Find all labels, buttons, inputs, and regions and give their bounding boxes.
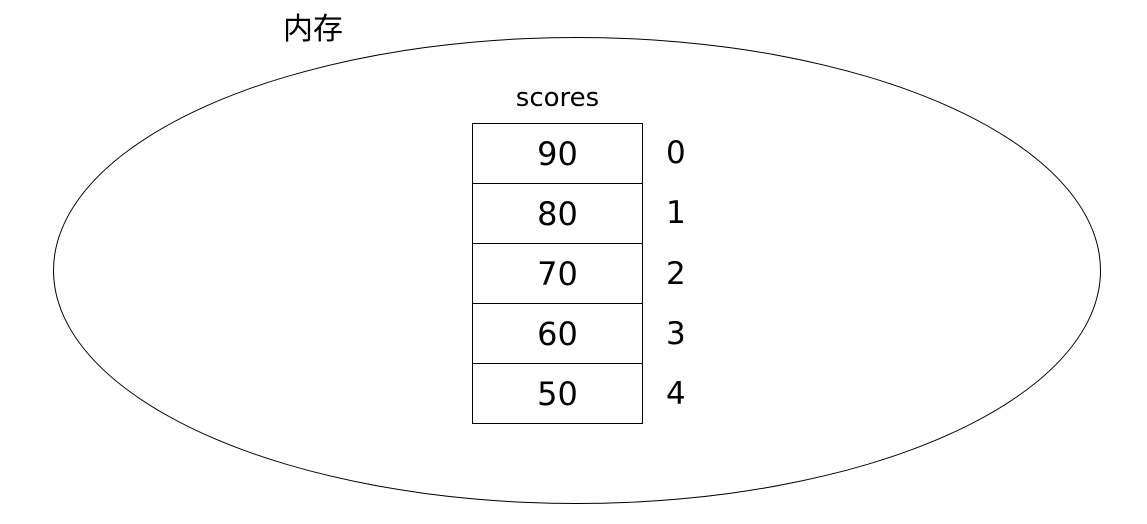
memory-ellipse (53, 37, 1101, 504)
array-cell: 70 (473, 244, 642, 304)
array-index-label: 0 (666, 135, 686, 172)
array-name-label: scores (515, 83, 600, 113)
array-index-label: 1 (666, 195, 686, 232)
scores-array-table: 90 80 70 60 50 (472, 123, 643, 424)
array-index-label: 4 (666, 375, 686, 412)
array-index-column: 0 1 2 3 4 (666, 123, 686, 424)
array-index-label: 3 (666, 315, 686, 352)
array-cell: 60 (473, 304, 642, 364)
array-cell: 80 (473, 184, 642, 244)
array-cell: 90 (473, 124, 642, 184)
memory-region-label: 内存 (283, 12, 343, 47)
array-cell: 50 (537, 374, 578, 413)
array-index-label: 2 (666, 255, 686, 292)
